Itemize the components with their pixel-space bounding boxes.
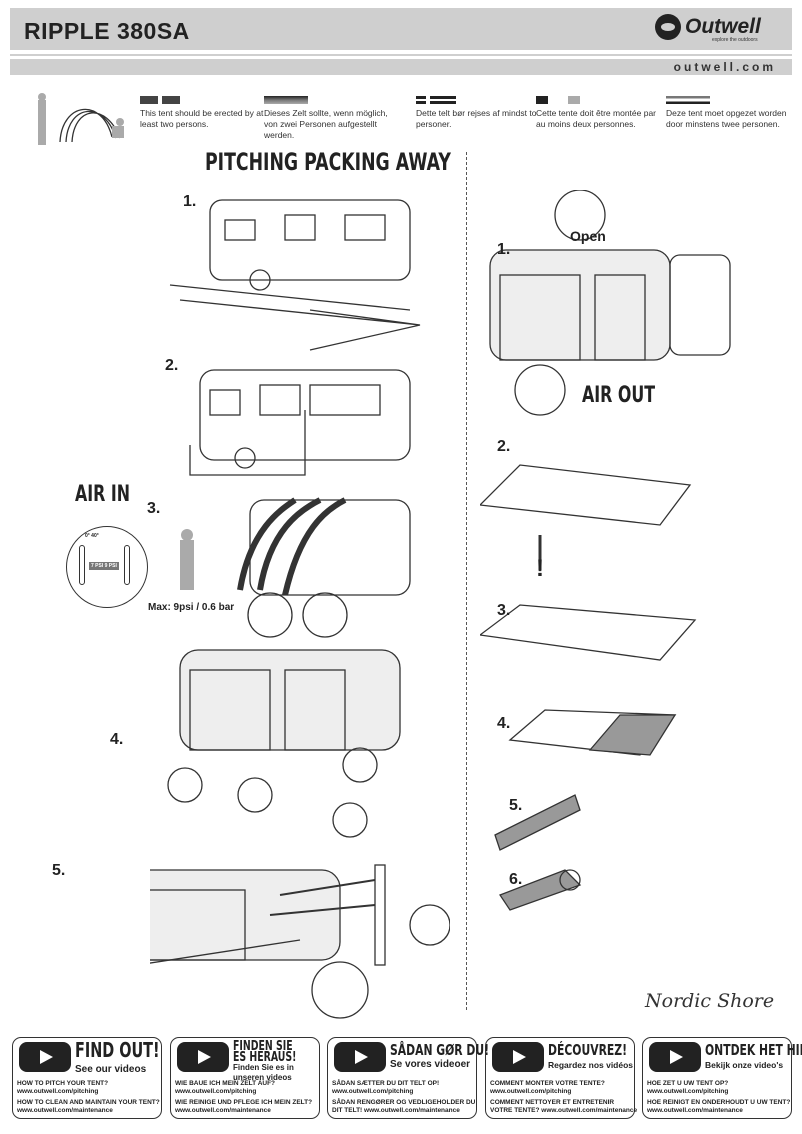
awning-step4 [167,649,401,838]
box-heading: DÉCOUVREZ! [548,1041,628,1059]
question-maintain: SÅDAN RENGØRER OG VEDLIGEHOLDER DU [332,1099,476,1106]
box-heading: SÅDAN GØR DU! [390,1041,490,1059]
language-note-dk: Dette telt bør rejses af mindst to perso… [416,96,546,130]
two-persons-erecting-tent-illustration [38,93,124,145]
air-in-label: AIR IN [75,482,131,507]
open-label: Open [570,228,606,244]
question-maintain: COMMENT NETTOYER ET ENTRETENIR [490,1099,615,1106]
box-heading: FIND OUT! [75,1038,160,1062]
note-text: Deze tent moet opgezet worden door minst… [666,108,787,129]
pack-step-2: 2. [497,438,511,455]
product-title: RIPPLE 380SA [24,18,190,44]
pitch-step-1: 1. [183,193,197,210]
question-maintain: HOE REINIGT EN ONDERHOUDT U UW TENT? [647,1099,791,1106]
link-pitching[interactable]: www.outwell.com/pitching [490,1088,572,1095]
question-pitch: COMMENT MONTER VOTRE TENTE? [490,1080,605,1087]
pack-step-6: 6. [509,871,523,888]
awning-open-valves [489,190,731,416]
brand-tagline: explore the outdoors [712,37,758,43]
link-maintenance[interactable]: DIT TELT! www.outwell.com/maintenance [332,1107,460,1114]
box-subheading: Se vores videoer [390,1059,471,1070]
folded-awning-1 [480,604,697,661]
folded-roll [494,794,581,851]
play-icon[interactable] [649,1042,701,1072]
pack-step-4: 4. [497,715,511,732]
header-divider [10,54,792,56]
note-text: Dieses Zelt sollte, wenn möglich, von zw… [264,108,388,140]
link-maintenance[interactable]: www.outwell.com/maintenance [17,1107,113,1114]
section-title-pitching: PITCHING PACKING AWAY [205,148,451,176]
temperature-pressure-diagram: 0° 40° 7 PSI 9 PSI [66,526,148,608]
rolled-awning [499,869,582,911]
box-heading: ONTDEK HET HIER! [705,1041,802,1059]
nordic-shore-logo: Nordic Shore [645,990,775,1012]
question-pitch: HOW TO PITCH YOUR TENT? [17,1080,109,1087]
play-icon[interactable] [19,1042,71,1072]
pack-step-1: 1. [497,241,511,258]
link-pitching[interactable]: www.outwell.com/pitching [647,1088,729,1095]
warning-mark: ! [536,555,544,582]
pitch-step-3: 3. [147,500,161,517]
psi-low: 7 PSI [91,563,104,569]
question-maintain: WIE REINIGE UND PFLEGE ICH MEIN ZELT? [175,1099,313,1106]
thermometer-icon [124,545,130,585]
website-band [10,59,792,75]
deflated-awning [480,464,692,570]
thermometer-icon [79,545,85,585]
link-pitching[interactable]: www.outwell.com/pitching [332,1088,414,1095]
folded-awning-2 [508,709,677,756]
air-out-label: AIR OUT [582,383,656,408]
box-heading: FINDEN SIE ES HERAUS! [233,1039,297,1065]
note-text: Dette telt bør rejses af mindst to perso… [416,108,537,129]
pitch-step-4: 4. [110,731,124,748]
question-pitch: SÅDAN SÆTTER DU DIT TELT OP! [332,1080,440,1087]
link-maintenance[interactable]: www.outwell.com/maintenance [175,1107,271,1114]
pack-step-5: 5. [509,797,523,814]
note-text: This tent should be erected by at least … [140,108,264,129]
note-text: Cette tente doit être montée par au moin… [536,108,657,129]
temperature-range: 0° 40° [85,533,99,539]
question-maintain: HOW TO CLEAN AND MAINTAIN YOUR TENT? [17,1099,160,1106]
pitch-step-5: 5. [52,862,66,879]
pitching-illustrations [150,199,450,1019]
play-icon[interactable] [334,1042,386,1072]
box-subheading: Bekijk onze video's [705,1060,784,1070]
section-divider [466,152,467,1010]
caravan-step3 [180,497,411,638]
link-maintenance[interactable]: VOTRE TENTE? www.outwell.com/maintenance [490,1107,638,1114]
play-icon[interactable] [492,1042,544,1072]
language-note-en: This tent should be erected by at least … [140,96,270,130]
max-pressure-label: Max: 9psi / 0.6 bar [148,602,235,613]
link-pitching[interactable]: www.outwell.com/pitching [175,1088,257,1095]
link-maintenance[interactable]: www.outwell.com/maintenance [647,1107,743,1114]
caravan-step1 [169,199,421,351]
brand-name: Outwell [685,15,761,38]
question-pitch: HOE ZET U UW TENT OP? [647,1080,729,1087]
pack-step-3: 3. [497,602,511,619]
question-pitch: WIE BAUE ICH MEIN ZELT AUF? [175,1080,276,1087]
pitch-step-2: 2. [165,357,179,374]
link-pitching[interactable]: www.outwell.com/pitching [17,1088,99,1095]
box-subheading: See our videos [75,1064,147,1075]
language-note-de: Dieses Zelt sollte, wenn möglich, von zw… [264,96,394,141]
psi-high: 9 PSI [104,563,117,569]
packing-illustrations [480,190,731,911]
awning-step5 [150,864,450,1019]
outwell-logo-mark-icon [655,14,681,40]
box-subheading: Finden Sie es in unseren videos [233,1063,294,1082]
language-note-fr: Cette tente doit être montée par au moin… [536,96,666,130]
box-subheading: Regardez nos vidéos [548,1060,634,1070]
play-icon[interactable] [177,1042,229,1072]
language-note-nl: Deze tent moet opgezet worden door minst… [666,96,796,130]
website-link[interactable]: outwell.com [673,60,776,74]
outwell-logo: Outwell [655,14,761,40]
video-box-de[interactable]: FINDEN SIE ES HERAUS!Finden Sie es in un… [170,1037,320,1119]
caravan-step2 [189,369,411,476]
